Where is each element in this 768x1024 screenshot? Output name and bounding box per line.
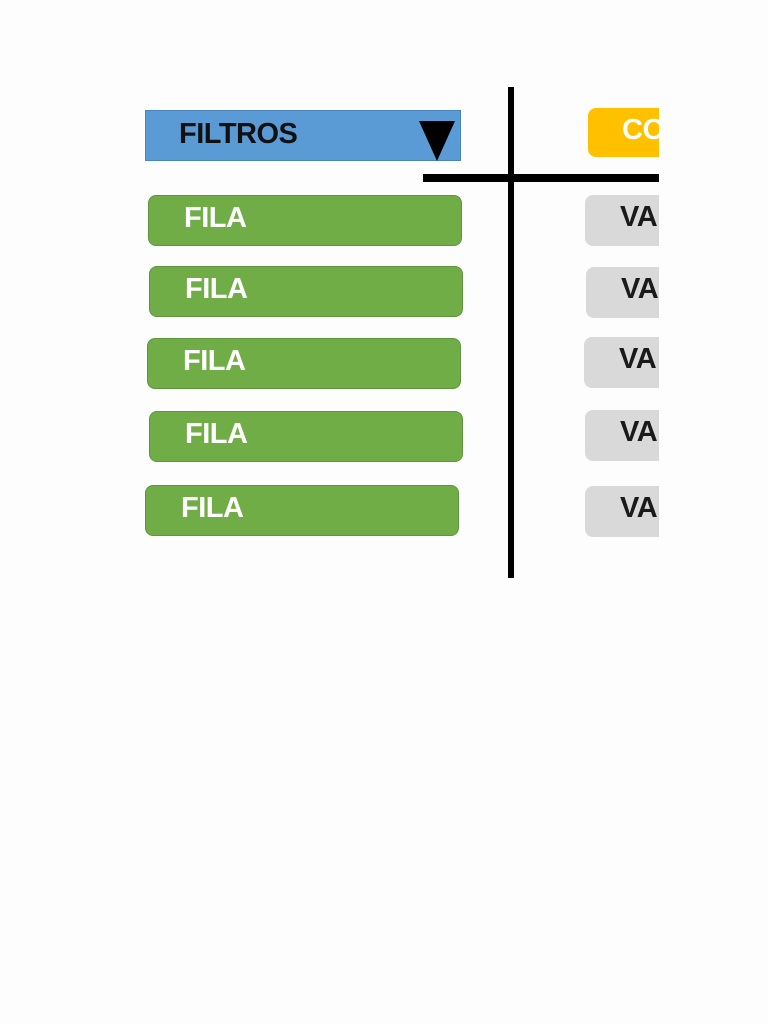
row-label: FILA (185, 273, 248, 305)
value-label: VA (620, 416, 658, 448)
row-label: FILA (184, 202, 247, 234)
value-label: VA (619, 343, 657, 375)
triangle-down-icon (419, 121, 455, 161)
horizontal-divider (423, 174, 659, 182)
row-button[interactable]: FILA (149, 266, 463, 317)
row-button[interactable]: FILA (147, 338, 461, 389)
row-button[interactable]: FILA (148, 195, 462, 246)
value-label: VA (621, 273, 659, 305)
column-header-button[interactable]: CO (588, 108, 659, 157)
filter-dropdown[interactable]: FILTROS (145, 110, 461, 161)
row-label: FILA (181, 492, 244, 524)
row-button[interactable]: FILA (149, 411, 463, 462)
vertical-divider (508, 87, 514, 578)
row-label: FILA (183, 345, 246, 377)
column-label: CO (622, 114, 659, 146)
value-cell: VA (585, 195, 659, 246)
row-button[interactable]: FILA (145, 485, 459, 536)
diagram-visible-area: FILTROS CO FILA FILA FILA FILA FILA VA V… (145, 87, 659, 578)
value-label: VA (620, 492, 658, 524)
filter-label: FILTROS (179, 118, 298, 150)
row-label: FILA (185, 418, 248, 450)
value-cell: VA (585, 486, 659, 537)
value-cell: VA (586, 267, 659, 318)
value-cell: VA (584, 337, 659, 388)
value-cell: VA (585, 410, 659, 461)
value-label: VA (620, 201, 658, 233)
